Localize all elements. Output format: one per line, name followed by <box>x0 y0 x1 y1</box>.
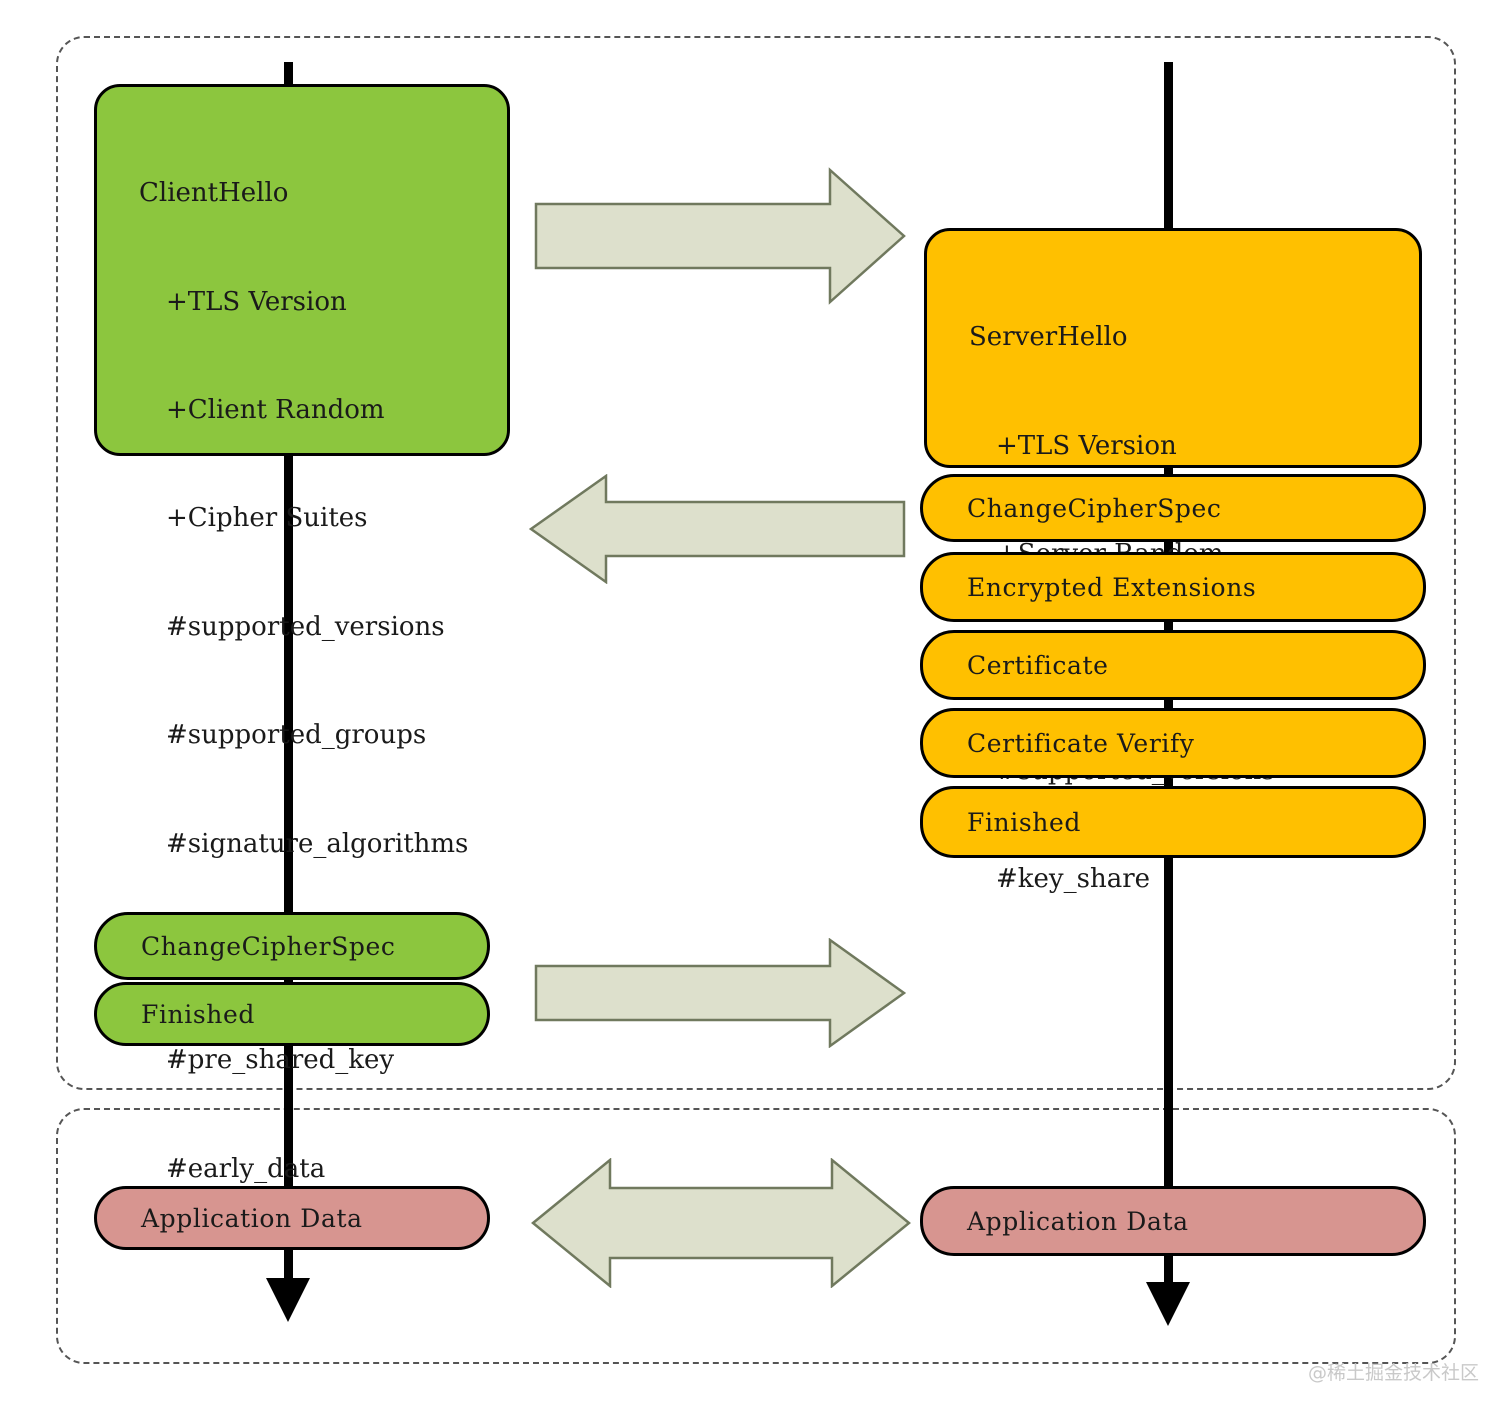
application-data-exchange-arrow-icon <box>530 1158 912 1288</box>
client-hello-field-early-data: #early_data <box>166 1153 326 1184</box>
server-certificate-verify-label: Certificate Verify <box>967 728 1195 758</box>
server-finished-box[interactable]: Finished <box>920 786 1426 858</box>
server-encrypted-extensions-box[interactable]: Encrypted Extensions <box>920 552 1426 622</box>
client-to-server-hello-arrow-icon <box>534 166 906 306</box>
client-hello-field-pre-shared-key: #pre_shared_key <box>166 1045 395 1076</box>
watermark: @稀土掘金技术社区 <box>1308 1362 1480 1384</box>
server-application-data-box[interactable]: Application Data <box>920 1186 1426 1256</box>
client-hello-content: ClientHello +TLS Version +Client Random … <box>97 87 468 1259</box>
server-change-cipher-spec-label: ChangeCipherSpec <box>967 493 1222 523</box>
server-hello-field-key-share: #key_share <box>996 864 1151 895</box>
application-data-phase-container <box>56 1108 1456 1364</box>
server-to-client-hello-arrow-icon <box>528 474 906 584</box>
client-change-cipher-spec-label: ChangeCipherSpec <box>141 931 396 961</box>
client-application-data-label: Application Data <box>141 1203 363 1233</box>
server-hello-box[interactable]: ServerHello +TLS Version +Server Random … <box>924 228 1422 894</box>
client-timeline <box>284 62 293 1280</box>
client-hello-field-cipher-suites: +Cipher Suites <box>166 503 368 534</box>
server-timeline-arrowhead-icon <box>1146 1282 1190 1326</box>
server-certificate-label: Certificate <box>967 650 1109 680</box>
server-hello-field-tls-version: +TLS Version <box>996 430 1177 461</box>
client-change-cipher-spec-box[interactable]: ChangeCipherSpec <box>94 912 490 980</box>
client-hello-field-signature-algorithms: #signature_algorithms <box>166 828 469 859</box>
server-hello-title: ServerHello <box>969 322 1128 353</box>
client-hello-box[interactable]: ClientHello +TLS Version +Client Random … <box>94 84 510 1184</box>
client-finished-label: Finished <box>141 999 255 1029</box>
client-hello-field-supported-groups: #supported_groups <box>166 720 427 751</box>
server-certificate-verify-box[interactable]: Certificate Verify <box>920 708 1426 778</box>
client-to-server-finished-arrow-icon <box>534 938 906 1048</box>
client-timeline-arrowhead-icon <box>266 1278 310 1322</box>
client-hello-field-tls-version: +TLS Version <box>166 286 347 317</box>
client-application-data-box[interactable]: Application Data <box>94 1186 490 1250</box>
handshake-phase-container <box>56 36 1456 1090</box>
client-hello-title: ClientHello <box>139 178 289 209</box>
client-finished-box[interactable]: Finished <box>94 982 490 1046</box>
server-finished-label: Finished <box>967 807 1081 837</box>
client-hello-field-supported-versions: #supported_versions <box>166 611 445 642</box>
server-change-cipher-spec-box[interactable]: ChangeCipherSpec <box>920 474 1426 542</box>
server-encrypted-extensions-label: Encrypted Extensions <box>967 572 1257 602</box>
server-certificate-box[interactable]: Certificate <box>920 630 1426 700</box>
server-application-data-label: Application Data <box>967 1206 1189 1236</box>
client-hello-field-client-random: +Client Random <box>166 395 385 425</box>
